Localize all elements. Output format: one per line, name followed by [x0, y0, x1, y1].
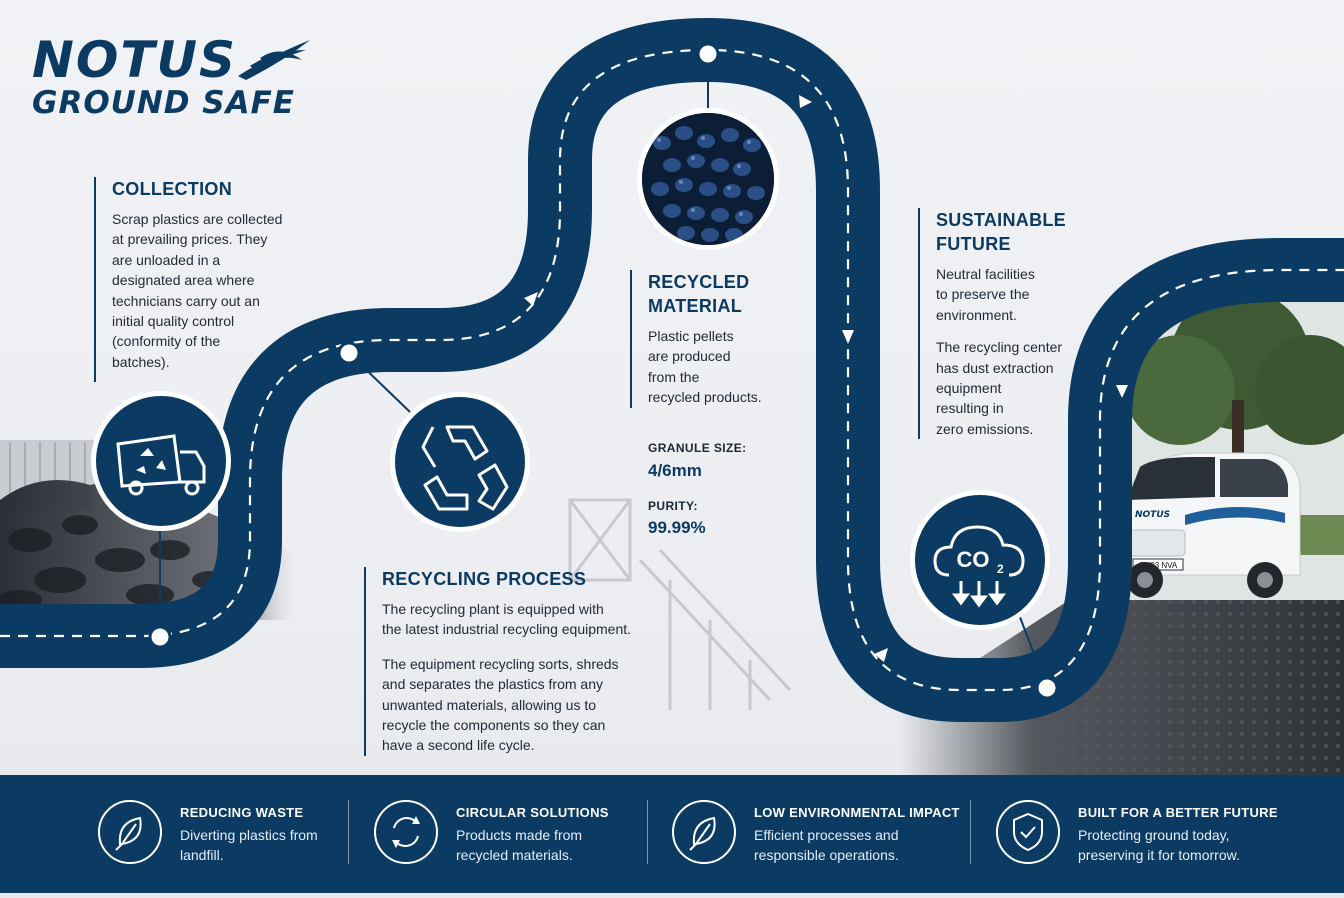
sustainable-future-para2: The recycling center has dust extraction… [936, 339, 1063, 437]
van-plate: GX23 NVA [1139, 561, 1178, 570]
recycling-truck-icon [116, 434, 206, 496]
recycle-arrows-icon [421, 425, 509, 511]
collection-title: COLLECTION [112, 179, 232, 199]
recycling-process-para2: The equipment recycling sorts, shreds an… [382, 655, 619, 754]
leaf-icon [98, 800, 162, 864]
van-livery: NOTUS [1135, 510, 1170, 520]
footer-divider [647, 800, 648, 864]
feature-low-environmental-impact: LOW ENVIRONMENTAL IMPACT Efficient proce… [672, 775, 962, 893]
collection-body: Scrap plastics are collected at prevaili… [112, 211, 283, 370]
footer-divider [970, 800, 971, 864]
feature-title: LOW ENVIRONMENTAL IMPACT [754, 805, 960, 820]
recycling-process-section: RECYCLING PROCESS The recycling plant is… [364, 567, 682, 756]
granule-size-label: GRANULE SIZE: [648, 441, 747, 455]
recycled-material-body: Plastic pellets are produced from the re… [648, 328, 762, 406]
feature-built-for-better-future: BUILT FOR A BETTER FUTURE Protecting gro… [996, 775, 1296, 893]
sustainable-future-section: SUSTAINABLE FUTURE Neutral facilities to… [918, 208, 1106, 440]
recycled-material-title: RECYCLED MATERIAL [648, 272, 750, 316]
pellets-badge [637, 108, 779, 250]
feature-title: REDUCING WASTE [180, 805, 304, 820]
co2-badge: CO 2 [910, 490, 1050, 630]
feature-desc: Protecting ground today,preserving it fo… [1078, 827, 1240, 864]
feature-title: CIRCULAR SOLUTIONS [456, 805, 609, 820]
leaf-icon [672, 800, 736, 864]
process-road [0, 18, 1344, 722]
recycling-process-title: RECYCLING PROCESS [382, 569, 587, 589]
granule-size-value: 4/6mm [648, 461, 702, 480]
recycling-plant-photo [568, 498, 792, 710]
shield-check-icon [996, 800, 1060, 864]
co2-cloud-icon: CO 2 [933, 525, 1025, 608]
recycled-material-section: RECYCLED MATERIAL Plastic pellets are pr… [630, 270, 808, 408]
plastic-pellets-image [642, 113, 774, 245]
service-van: GX23 NVA NOTUS [1112, 452, 1301, 598]
sustainable-future-title: SUSTAINABLE FUTURE [936, 210, 1066, 254]
brand-logo-line1: NOTUS [32, 31, 238, 89]
co2-subscript: 2 [997, 562, 1004, 576]
collection-section: COLLECTION Scrap plastics are collected … [94, 177, 322, 383]
circular-arrows-icon [374, 800, 438, 864]
recycling-process-para1: The recycling plant is equipped with the… [382, 601, 632, 638]
co2-label: CO [957, 547, 990, 572]
recycling-badge [390, 392, 530, 532]
sustainable-future-para1: Neutral facilities to preserve the envir… [936, 266, 1035, 323]
purity-value: 99.99% [648, 518, 706, 537]
brand-logo-line2: GROUND SAFE [32, 85, 295, 121]
wave-logo-icon [238, 40, 310, 80]
purity-label: PURITY: [648, 499, 698, 513]
footer-divider [348, 800, 349, 864]
collection-badge [91, 391, 231, 531]
feature-title: BUILT FOR A BETTER FUTURE [1078, 805, 1278, 820]
